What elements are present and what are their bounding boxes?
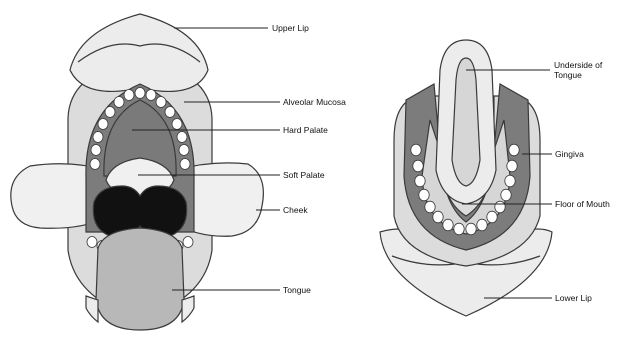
lower-tooth [495, 201, 505, 213]
upper-mouth-figure [11, 14, 264, 330]
upper-tooth [165, 107, 175, 118]
lower-tooth [507, 160, 517, 172]
upper-tooth [179, 145, 189, 156]
upper-tooth [135, 88, 145, 99]
lower-tooth [487, 211, 497, 223]
label-cheek: Cheek [283, 205, 308, 215]
upper-tooth [114, 97, 124, 108]
upper-tooth [93, 132, 103, 143]
lower-tooth [425, 201, 435, 213]
lower-tooth [443, 219, 453, 231]
label-tongue: Tongue [283, 285, 311, 295]
label-lower-lip: Lower Lip [555, 293, 592, 303]
tongue-shape [96, 228, 184, 330]
upper-tooth [90, 159, 100, 170]
upper-tooth [105, 107, 115, 118]
label-alveolar-mucosa: Alveolar Mucosa [283, 97, 346, 107]
label-soft-palate: Soft Palate [283, 170, 325, 180]
upper-tooth [124, 90, 134, 101]
label-gingiva: Gingiva [555, 149, 584, 159]
lower-tooth [413, 160, 423, 172]
lower-tooth [419, 189, 429, 201]
label-underside-of-tongue: Underside of Tongue [554, 60, 624, 80]
upper-figure-lower-lip [86, 296, 98, 322]
lower-tooth [501, 189, 511, 201]
upper-tooth [98, 119, 108, 130]
lower-tooth [454, 223, 464, 235]
upper-tooth [146, 90, 156, 101]
upper-tooth [180, 159, 190, 170]
upper-tooth [156, 97, 166, 108]
tongue-underside-shape [452, 58, 480, 186]
upper-tooth [177, 132, 187, 143]
lower-tooth [509, 144, 519, 156]
lower-tooth [466, 223, 476, 235]
lower-tooth [477, 219, 487, 231]
upper-tooth [91, 145, 101, 156]
label-upper-lip: Upper Lip [272, 23, 309, 33]
lower-tooth [87, 237, 97, 248]
lower-tooth [415, 175, 425, 187]
upper-figure-lower-lip-right [182, 296, 194, 322]
lower-tooth [433, 211, 443, 223]
lower-tooth [411, 144, 421, 156]
lower-tooth [505, 175, 515, 187]
label-floor-of-mouth: Floor of Mouth [555, 199, 610, 209]
upper-tooth [172, 119, 182, 130]
lower-mouth-figure [380, 40, 552, 316]
label-hard-palate: Hard Palate [283, 125, 328, 135]
lower-tooth [183, 237, 193, 248]
